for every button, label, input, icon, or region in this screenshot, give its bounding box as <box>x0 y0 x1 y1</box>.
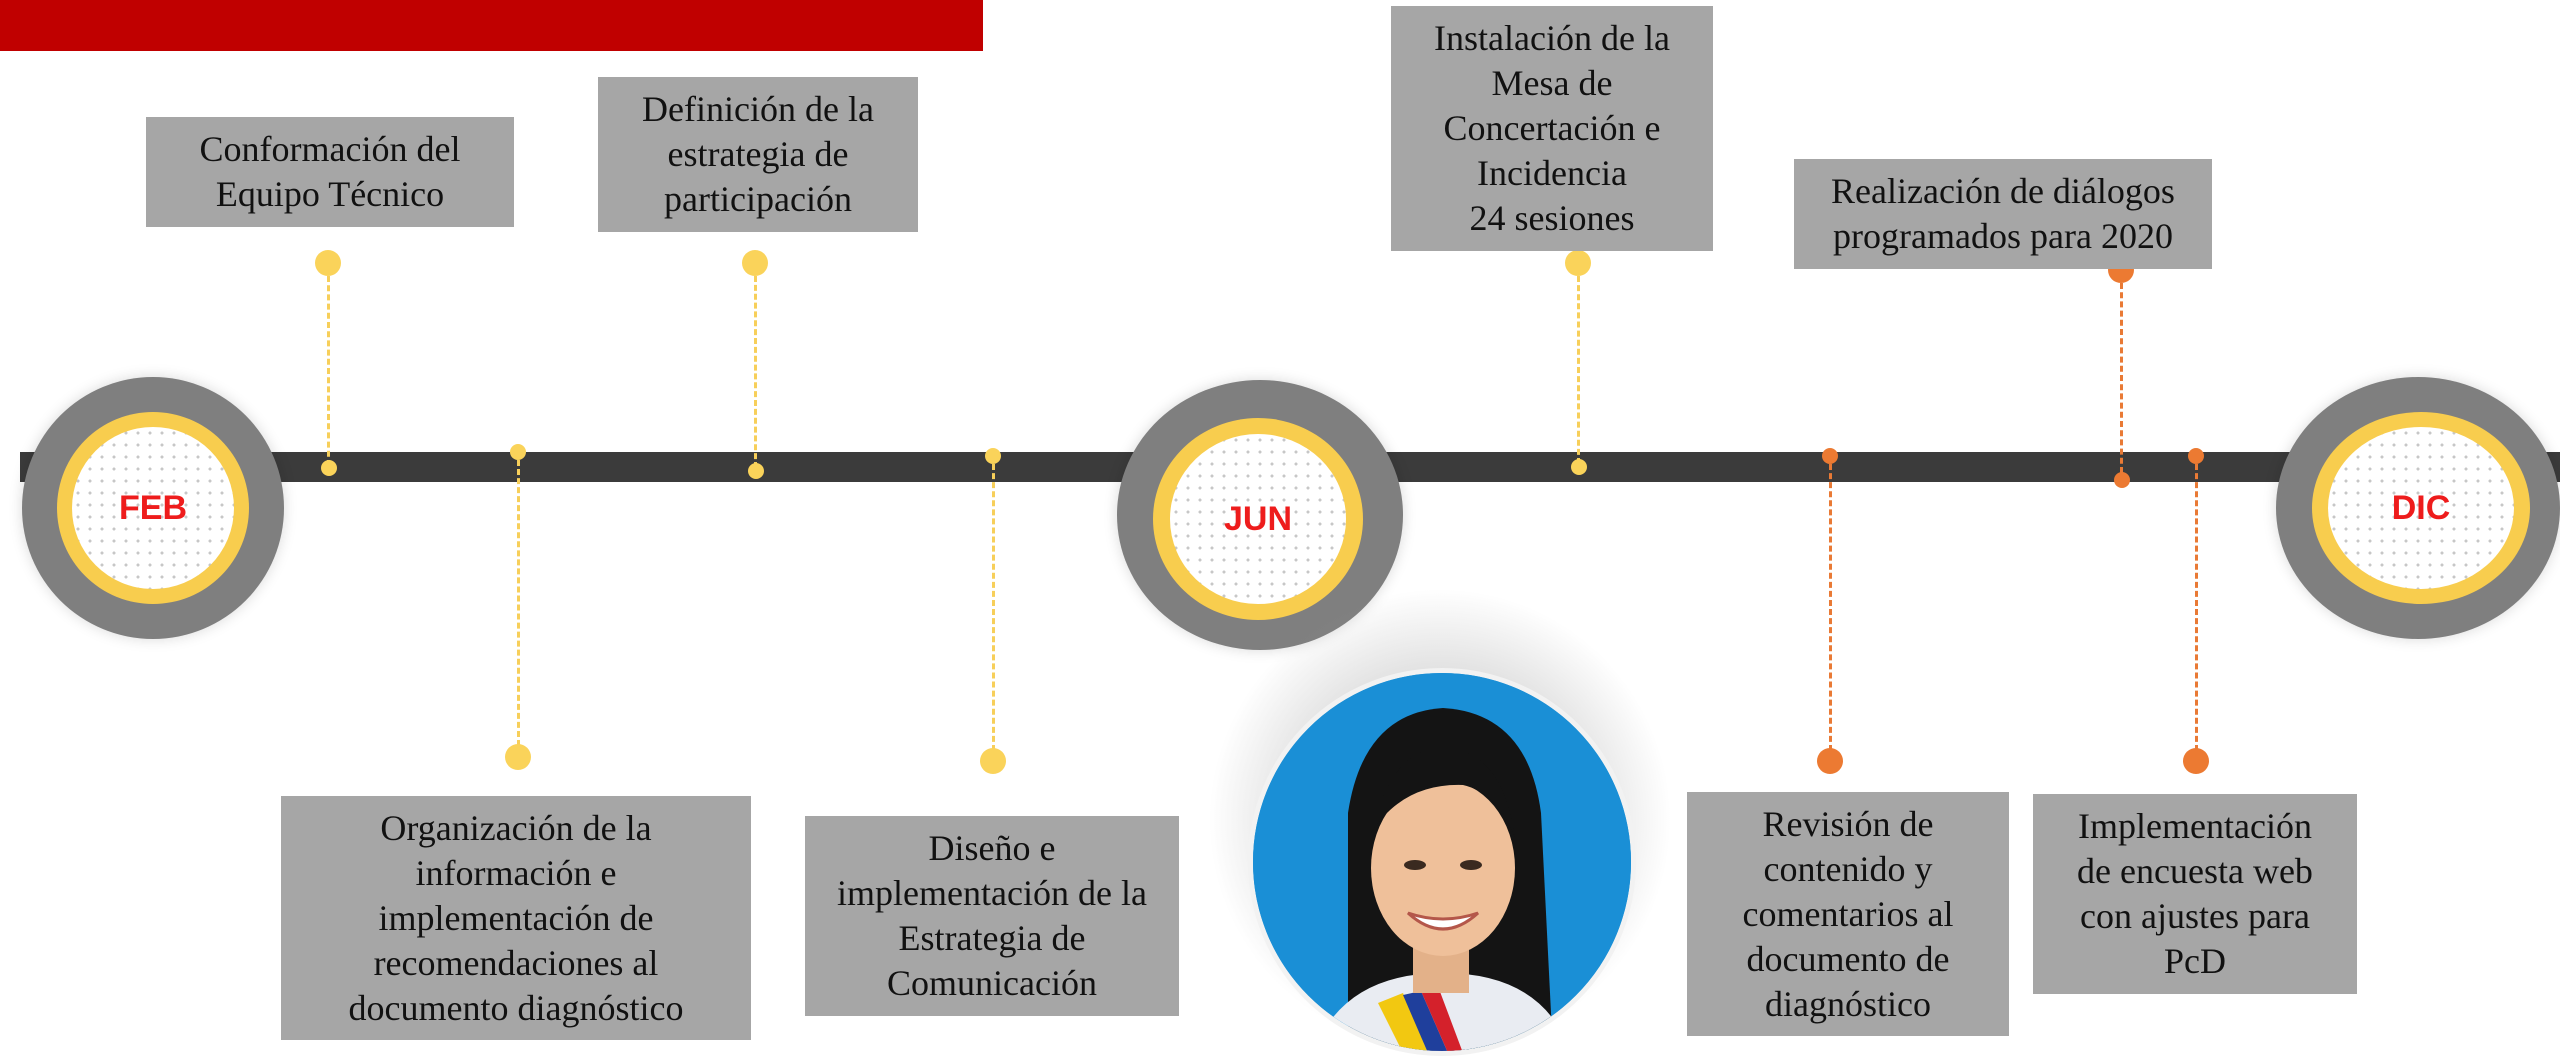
milestone-dot-axis-diseno <box>985 448 1001 464</box>
milestone-dot-axis-encuesta <box>2188 448 2204 464</box>
milestone-box-diseno: Diseño e implementación de la Estrategia… <box>805 816 1179 1016</box>
milestone-dot-bottom-diseno <box>980 748 1006 774</box>
connector-encuesta <box>2195 464 2198 760</box>
milestone-box-organizacion: Organización de la información e impleme… <box>281 796 751 1040</box>
milestone-box-revision: Revisión de contenido y comentarios al d… <box>1687 792 2009 1036</box>
connector-revision <box>1829 464 1832 760</box>
milestone-box-encuesta: Implementación de encuesta web con ajust… <box>2033 794 2357 994</box>
person-portrait-icon <box>1248 668 1636 1056</box>
connector-mesa <box>1577 276 1580 464</box>
month-label-feb: FEB <box>119 488 187 527</box>
milestone-dot-top-mesa <box>1565 250 1591 276</box>
milestone-box-mesa: Instalación de la Mesa de Concertación e… <box>1391 6 1713 251</box>
milestone-dot-axis-revision <box>1822 448 1838 464</box>
month-label-jun: JUN <box>1223 499 1293 538</box>
milestone-dot-top-estrategia <box>742 250 768 276</box>
milestone-dot-top-equipo <box>315 250 341 276</box>
milestone-dot-bottom-encuesta <box>2183 748 2209 774</box>
connector-dialogos <box>2120 283 2123 473</box>
milestone-box-equipo: Conformación del Equipo Técnico <box>146 117 514 227</box>
connector-diseno <box>992 464 995 760</box>
milestone-box-dialogos: Realización de diálogos programados para… <box>1794 159 2212 269</box>
month-inner-dic: DIC <box>2328 427 2514 589</box>
milestone-dot-axis-equipo <box>321 460 337 476</box>
milestone-dot-axis-dialogos <box>2114 472 2130 488</box>
portrait-illustration <box>1253 673 1631 1051</box>
milestone-dot-axis-organizacion <box>510 444 526 460</box>
header-bar <box>0 0 983 51</box>
month-inner-jun: JUN <box>1170 434 1346 604</box>
connector-estrategia <box>754 276 757 468</box>
milestone-box-estrategia: Definición de la estrategia de participa… <box>598 77 918 232</box>
connector-equipo <box>327 276 330 466</box>
month-inner-feb: FEB <box>72 427 234 589</box>
milestone-dot-bottom-revision <box>1817 748 1843 774</box>
milestone-dot-axis-estrategia <box>748 463 764 479</box>
connector-organizacion <box>517 460 520 755</box>
milestone-dot-axis-mesa <box>1571 459 1587 475</box>
milestone-dot-bottom-organizacion <box>505 744 531 770</box>
month-label-dic: DIC <box>2391 488 2451 527</box>
